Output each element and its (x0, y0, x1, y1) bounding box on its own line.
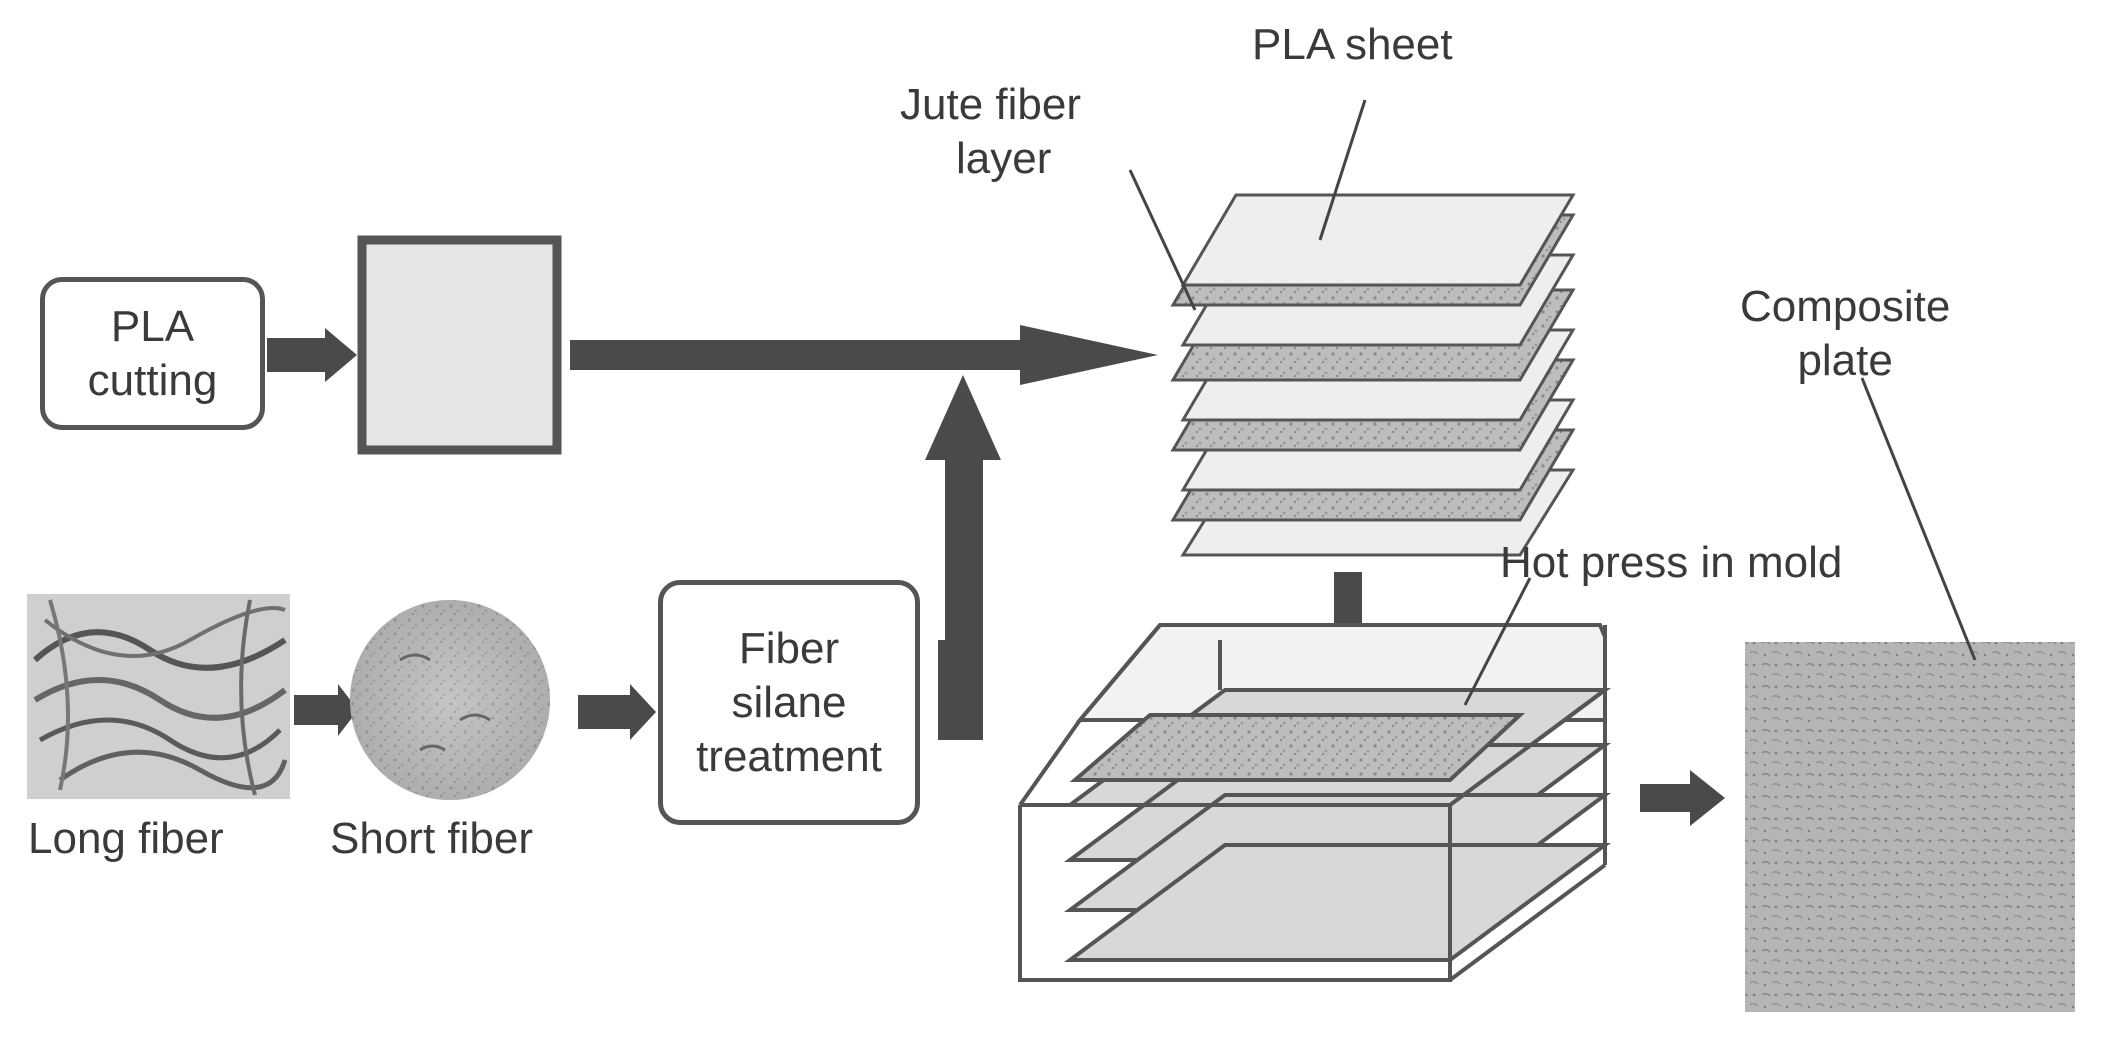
jute-layer-label: Jute fiber layer (900, 78, 1081, 186)
pla-cut-square (357, 235, 562, 455)
layer-stack (1170, 193, 1576, 557)
pla-cutting-line-1: PLA (110, 301, 195, 351)
arrow-short-to-treatment (578, 684, 656, 740)
pla-cutting-box: PLA cutting (40, 277, 265, 430)
hot-press-label: Hot press in mold (1500, 538, 1843, 587)
fiber-treatment-line-2: silane (731, 677, 847, 727)
composite-plate-image (1745, 642, 2075, 1012)
arrow-long-to-short (294, 684, 358, 736)
short-fiber-label: Short fiber (330, 814, 533, 863)
fiber-treatment-line-3: treatment (696, 731, 882, 781)
pla-cutting-line-2: cutting (87, 355, 218, 405)
arrow-treatment-up (925, 375, 1001, 740)
leader-hot-press (1463, 577, 1532, 706)
jute-layer-line-1: Jute fiber (900, 80, 1081, 129)
leader-pla-sheet (1318, 99, 1367, 241)
long-fiber-image (27, 594, 290, 799)
fiber-treatment-line-1: Fiber (738, 623, 840, 673)
pla-sheet-label: PLA sheet (1252, 20, 1453, 69)
composite-plate-line-2: plate (1797, 336, 1893, 385)
leader-jute-layer (1128, 169, 1197, 311)
composite-plate-line-1: Composite (1740, 282, 1951, 331)
short-fiber-image (350, 600, 550, 800)
hot-press-mold (1018, 623, 1612, 982)
arrow-cutting-to-square (267, 328, 357, 382)
fiber-treatment-box: Fiber silane treatment (658, 580, 920, 825)
leader-composite (1860, 377, 1977, 661)
long-fiber-label: Long fiber (28, 814, 224, 863)
jute-layer-line-2: layer (956, 134, 1052, 183)
arrow-mold-to-plate (1640, 770, 1725, 826)
composite-plate-label: Composite plate (1740, 280, 1950, 388)
arrow-square-to-stack (570, 325, 1158, 385)
